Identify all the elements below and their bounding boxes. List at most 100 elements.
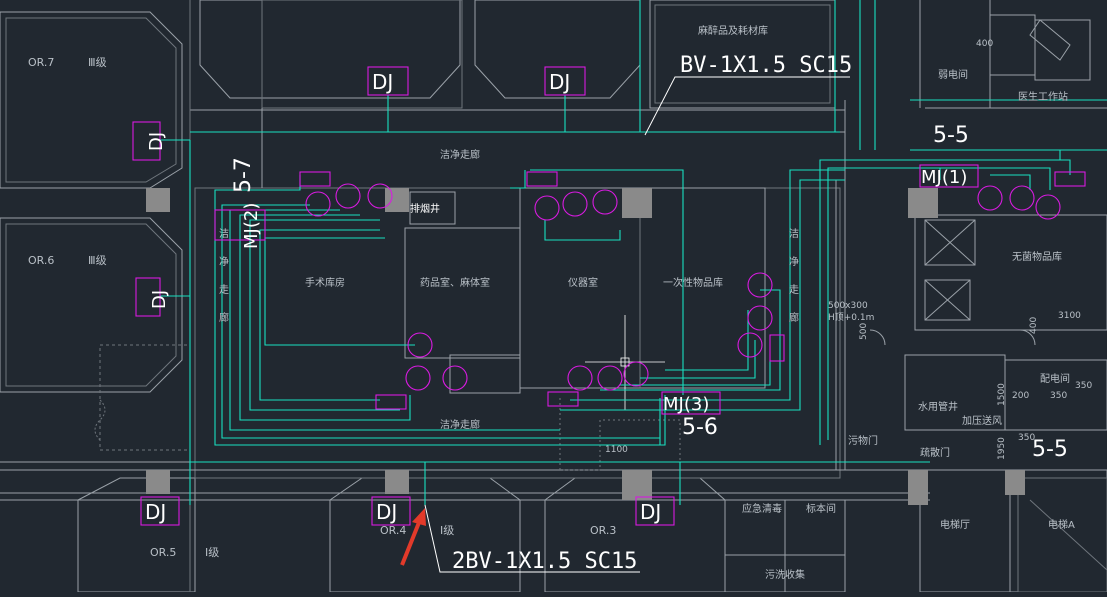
- dimension: 500: [859, 323, 869, 340]
- dimension: H顶+0.1m: [828, 312, 874, 323]
- or5-outline: [77, 477, 196, 593]
- room-label: 洁净走廊: [440, 418, 480, 431]
- wire-label-bottom: 2BV-1X1.5 SC15: [452, 549, 637, 574]
- room-label: 污物门: [848, 434, 878, 447]
- dimension: 500x300: [828, 301, 868, 311]
- room-label: OR.7: [28, 56, 54, 69]
- room-label: 弱电间: [938, 68, 968, 81]
- column: [908, 470, 928, 505]
- top-or-right: [474, 0, 641, 99]
- dj-label: DJ: [146, 132, 167, 151]
- doctor-desk: [1034, 19, 1091, 81]
- dj-label: DJ: [549, 70, 570, 94]
- circuit-label: 5-5: [1032, 437, 1068, 462]
- room-label: 水用管井: [918, 400, 958, 413]
- dj-box: [367, 66, 409, 96]
- mj-label: MJ(2): [241, 203, 262, 249]
- column: [146, 188, 170, 212]
- column: [622, 188, 652, 218]
- or7-inner: [5, 17, 177, 183]
- dimension: 1500: [997, 383, 1007, 406]
- dimension: 1100: [605, 445, 628, 455]
- top-or-left-inner: [261, 0, 463, 109]
- room-label: OR.3: [590, 524, 616, 537]
- room-label: 药品室、麻体室: [420, 276, 490, 289]
- sterile-store-outline: [914, 214, 1107, 331]
- room-label: Ⅰ级: [440, 524, 454, 537]
- column: [622, 470, 652, 500]
- dj-box: [132, 121, 161, 161]
- room-label: Ⅲ级: [88, 56, 107, 69]
- circuit-label: 5-6: [682, 415, 718, 440]
- exhaust-shaft-box: [409, 191, 456, 225]
- wire-label-top: BV-1X1.5 SC15: [680, 53, 852, 78]
- room-label: 洁净走廊: [787, 227, 799, 340]
- dimension: 3100: [1058, 311, 1081, 321]
- anesthesia-room-inner: [654, 4, 831, 104]
- room-label: 麻醉品及耗材库: [698, 24, 768, 37]
- leader-lines: [424, 76, 850, 573]
- text-layer: DJ DJ DJ DJ DJ DJ DJ BV-1X1.5 SC15 2BV-1…: [28, 24, 1092, 581]
- room-label: 手术库房: [305, 276, 345, 289]
- dj-box: [544, 66, 586, 96]
- room-label: 污洗收集: [765, 568, 805, 581]
- elevator-hall-outline: [919, 469, 1011, 593]
- room-label: 洁净走廊: [440, 148, 480, 161]
- mj3-box: [661, 391, 721, 415]
- room-label: Ⅲ级: [88, 254, 107, 267]
- or6-lower-zone: [99, 344, 191, 451]
- dj-box: [135, 277, 161, 317]
- mj2-box: [214, 209, 266, 241]
- room-label: 排烟井: [410, 202, 440, 215]
- drug-room-outline: [404, 227, 521, 359]
- circuit-label: 5-5: [933, 123, 969, 148]
- dimension: 200: [1012, 391, 1029, 401]
- column: [908, 188, 938, 218]
- dj-label: DJ: [372, 70, 393, 94]
- dimension: 350: [1018, 433, 1035, 443]
- dj-box: [140, 496, 180, 526]
- room-label: 洁净走廊: [217, 227, 229, 340]
- room-label: 疏散门: [920, 446, 950, 459]
- pointer-arrow: [400, 508, 426, 566]
- room-label: 应急清毒: [742, 502, 782, 515]
- column: [146, 470, 170, 494]
- central-block: [194, 187, 841, 479]
- dimension: 400: [976, 39, 993, 49]
- room-label: 无菌物品库: [1012, 250, 1062, 263]
- room-label: 电梯厅: [940, 518, 970, 531]
- dj-label: DJ: [145, 500, 166, 524]
- top-or-left: [199, 0, 461, 99]
- mj1-box: [919, 164, 979, 188]
- dj-label: DJ: [376, 500, 397, 524]
- wiring-layer: [160, 0, 1107, 505]
- dimension: 350: [1050, 391, 1067, 401]
- detector-group: [305, 183, 1061, 391]
- dj-label: DJ: [640, 500, 661, 524]
- room-label: 电梯A: [1048, 518, 1075, 531]
- dimension: 1950: [997, 437, 1007, 460]
- power-room-outline: [1004, 359, 1107, 431]
- or6-inner: [5, 223, 177, 387]
- room-label: 仪器室: [568, 276, 598, 289]
- room-label: Ⅰ级: [205, 546, 219, 559]
- or7-outline: [0, 11, 183, 189]
- room-label: 加压送风: [962, 414, 1002, 427]
- column: [385, 470, 409, 494]
- room-label: 标本间: [806, 502, 836, 515]
- room-label: OR.6: [28, 254, 54, 267]
- or6-outline: [0, 217, 183, 393]
- column: [1005, 470, 1025, 495]
- room-label: 医生工作站: [1018, 90, 1068, 103]
- room-label: OR.4: [380, 524, 406, 537]
- circuit-label: 5-7: [231, 157, 256, 193]
- devices-layer: [132, 66, 1086, 526]
- dj-box: [635, 496, 675, 526]
- dimension: 400: [1029, 317, 1039, 334]
- mj-label: MJ(1): [921, 167, 967, 188]
- columns-layer: [146, 188, 1025, 505]
- room-label: OR.5: [150, 546, 176, 559]
- column: [385, 188, 409, 212]
